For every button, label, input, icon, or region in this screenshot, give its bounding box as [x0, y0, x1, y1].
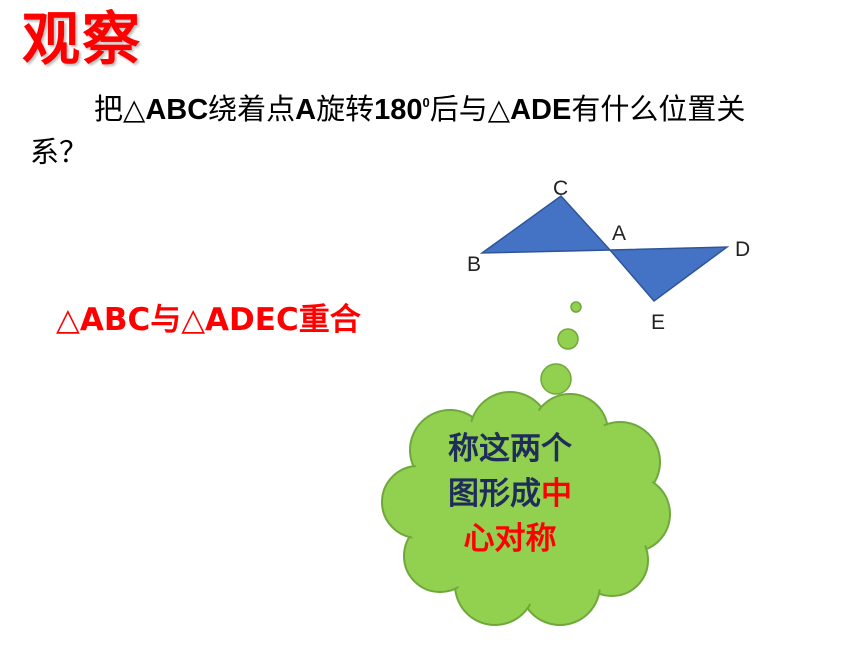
cloud-text: 称这两个 图形成中 心对称 — [430, 427, 590, 562]
triangle-ade — [608, 246, 730, 303]
thought-bubble-small — [570, 301, 582, 313]
thought-bubble-medium — [557, 328, 579, 350]
thought-cloud-fill — [388, 397, 665, 619]
question-lead: 把△ — [94, 92, 146, 126]
question-point-a: A — [295, 94, 317, 126]
label-point-b: B — [467, 253, 481, 276]
label-point-d: D — [735, 238, 750, 261]
label-point-c: C — [553, 177, 568, 200]
question-mid1: 绕着点 — [208, 92, 296, 126]
question-tail: 有什么位置关系？ — [30, 92, 746, 169]
question-text: 把△ABC绕着点A旋转1800后与△ADE有什么位置关系？ — [30, 82, 790, 173]
question-mid2: 旋转 — [316, 92, 375, 126]
question-abc: ABC — [145, 94, 209, 126]
answer-text: △ABC与△ADEC重合 — [56, 302, 361, 338]
cloud-line-1: 称这两个 — [448, 431, 572, 467]
question-degree-number: 180 — [374, 94, 423, 126]
thought-bubble-large — [540, 363, 572, 395]
page-title: 观察 — [22, 5, 143, 73]
cloud-line-3: 心对称 — [463, 521, 557, 557]
cloud-line-2-prefix: 图形成 — [448, 476, 541, 512]
question-mid3: 后与△ — [429, 92, 511, 126]
question-ade: ADE — [510, 94, 572, 126]
cloud-line-2-highlight: 中 — [541, 476, 572, 512]
triangle-abc — [479, 194, 612, 254]
label-point-e: E — [651, 311, 665, 334]
cloud-line-2: 图形成中 — [430, 472, 590, 517]
label-point-a: A — [612, 222, 626, 245]
question-degree-superscript: 0 — [422, 95, 430, 110]
